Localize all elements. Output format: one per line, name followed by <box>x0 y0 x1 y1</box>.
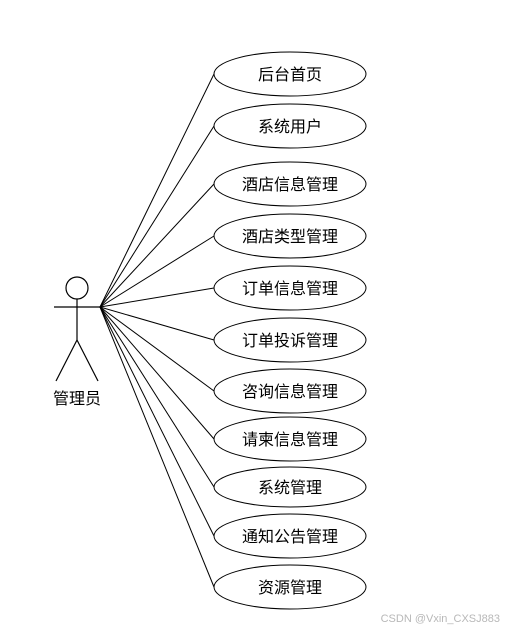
association-line <box>99 306 215 341</box>
actor-name: 管理员 <box>53 389 101 408</box>
use-case-ellipse <box>213 265 367 311</box>
use-case-ellipse <box>213 161 367 207</box>
use-case-11: 资源管理 <box>213 564 367 610</box>
use-case-7: 咨询信息管理 <box>213 368 367 414</box>
use-case-label: 系统管理 <box>258 478 322 497</box>
use-case-label: 通知公告管理 <box>242 527 338 546</box>
use-case-list: 后台首页系统用户酒店信息管理酒店类型管理订单信息管理订单投诉管理咨询信息管理请柬… <box>213 51 367 610</box>
actor-figure <box>54 276 100 382</box>
association-line <box>99 73 215 308</box>
use-case-label: 酒店类型管理 <box>242 227 338 246</box>
use-case-ellipse <box>213 213 367 259</box>
use-case-label: 订单投诉管理 <box>242 331 338 350</box>
actor-right-leg <box>76 339 99 382</box>
use-case-2: 系统用户 <box>213 103 367 149</box>
association-lines <box>99 73 215 588</box>
association-line <box>99 306 215 537</box>
use-case-ellipse <box>213 51 367 97</box>
watermark: CSDN @Vxin_CXSJ883 <box>381 613 500 625</box>
use-case-4: 酒店类型管理 <box>213 213 367 259</box>
use-case-ellipse <box>213 103 367 149</box>
use-case-label: 酒店信息管理 <box>242 175 338 194</box>
use-case-label: 资源管理 <box>258 578 322 597</box>
use-case-label: 请柬信息管理 <box>242 430 338 449</box>
use-case-ellipse <box>213 416 367 462</box>
use-case-10: 通知公告管理 <box>213 513 367 559</box>
use-case-9: 系统管理 <box>213 466 367 508</box>
association-line <box>99 125 215 308</box>
association-line <box>99 306 215 392</box>
association-line <box>99 287 215 308</box>
use-case-ellipse <box>213 368 367 414</box>
use-case-ellipse <box>213 513 367 559</box>
association-line <box>99 235 215 308</box>
association-line <box>99 183 215 308</box>
use-case-label: 系统用户 <box>258 117 322 136</box>
use-case-3: 酒店信息管理 <box>213 161 367 207</box>
association-line <box>99 306 215 488</box>
association-line <box>99 306 215 440</box>
use-case-label: 咨询信息管理 <box>242 382 338 401</box>
use-case-6: 订单投诉管理 <box>213 317 367 363</box>
actor-head <box>65 276 89 300</box>
use-case-8: 请柬信息管理 <box>213 416 367 462</box>
use-case-label: 订单信息管理 <box>242 279 338 298</box>
actor-left-leg <box>55 339 78 382</box>
use-case-label: 后台首页 <box>258 65 322 84</box>
use-case-ellipse <box>213 466 367 508</box>
use-case-ellipse <box>213 564 367 610</box>
association-line <box>99 306 215 588</box>
use-case-ellipse <box>213 317 367 363</box>
use-case-1: 后台首页 <box>213 51 367 97</box>
use-case-5: 订单信息管理 <box>213 265 367 311</box>
